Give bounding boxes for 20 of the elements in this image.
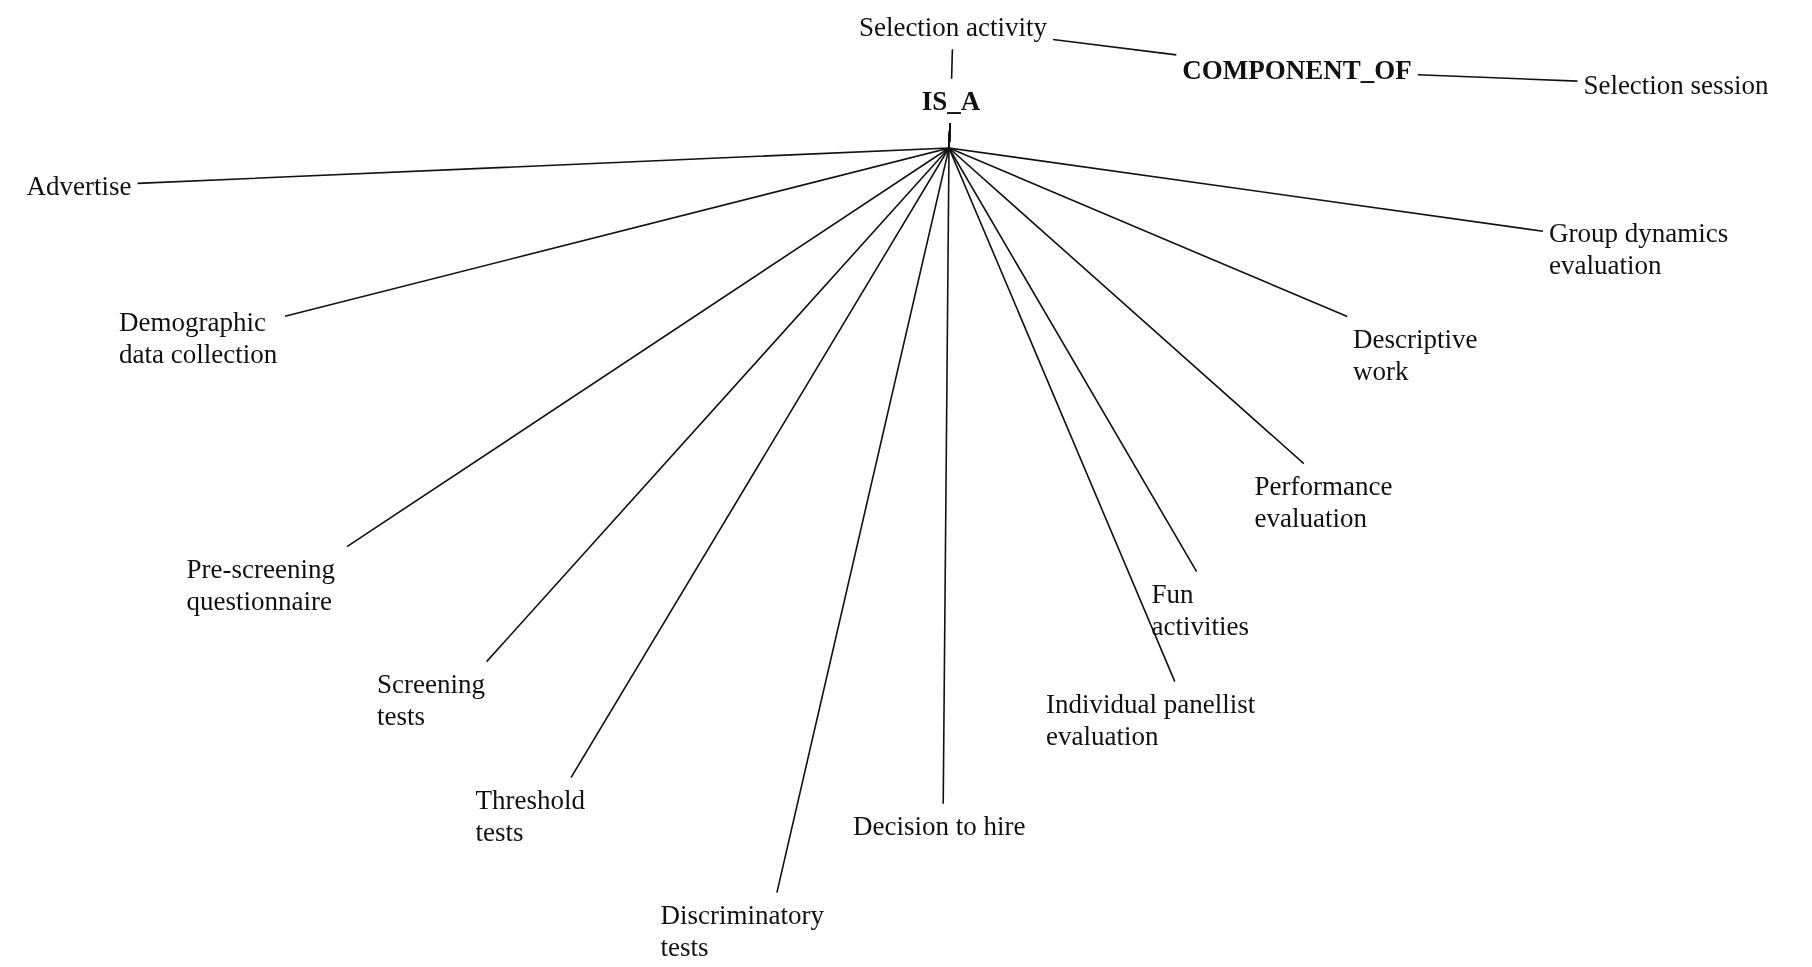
concept-label: Pre-screening questionnaire [186, 552, 392, 618]
concept-label: Demographic data collection [119, 305, 279, 371]
connector-line [1417, 74, 1579, 82]
concept-label: Descriptive work [1353, 322, 1523, 388]
connector-line [776, 122, 951, 894]
concept-label: Advertise [26, 169, 132, 203]
concept-label: Fun activities [1151, 577, 1287, 643]
relation-label: IS_A [921, 84, 981, 118]
concept-label: Performance evaluation [1254, 469, 1440, 535]
concept-label: Individual panellist evaluation [1046, 687, 1336, 753]
relation-label: COMPONENT_OF [1182, 53, 1412, 87]
concept-label: Selection activity [858, 10, 1048, 44]
concept-label: Screening tests [377, 667, 527, 733]
connector-line [1052, 38, 1178, 56]
concept-label: Group dynamics evaluation [1549, 216, 1789, 282]
connector-line [950, 48, 954, 80]
concept-label: Discriminatory tests [660, 898, 876, 964]
concept-label: Decision to hire [853, 809, 1033, 843]
concept-label: Selection session [1583, 68, 1769, 102]
concept-label: Threshold tests [475, 783, 621, 849]
